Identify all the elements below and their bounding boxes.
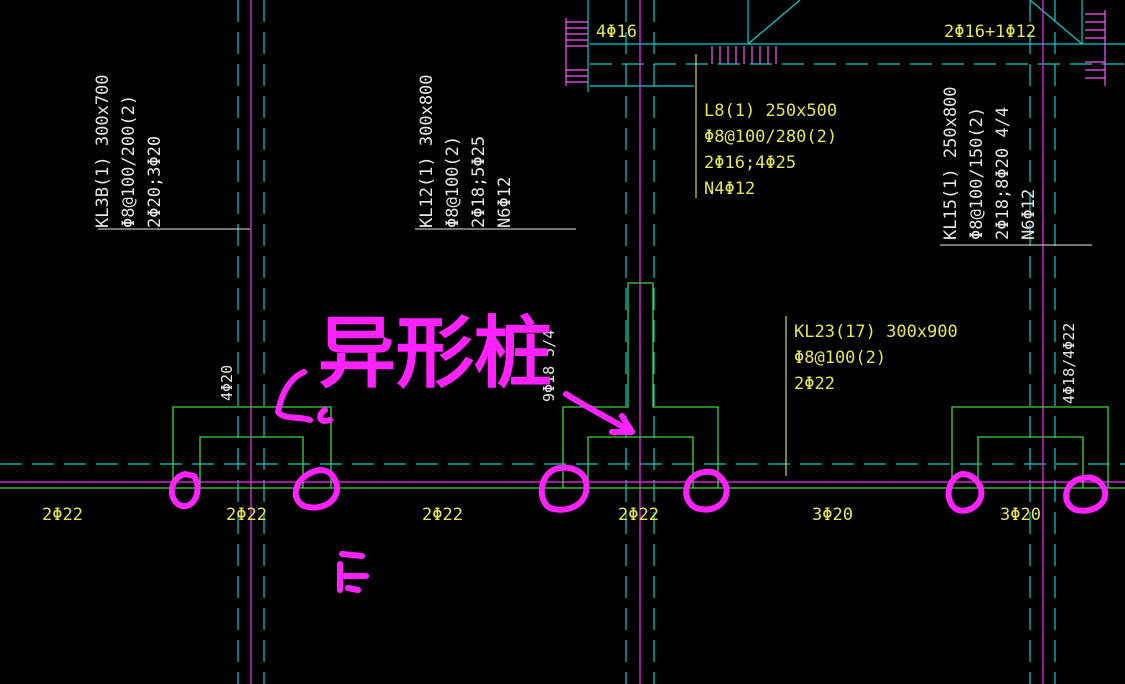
handwritten-label: 异形桩: [318, 309, 552, 399]
svg-text:Φ8@100(2): Φ8@100(2): [443, 136, 463, 228]
svg-text:3Φ20: 3Φ20: [812, 505, 853, 525]
svg-text:Φ8@100/280(2): Φ8@100/280(2): [704, 127, 837, 147]
svg-text:KL23(17) 300x900: KL23(17) 300x900: [794, 322, 958, 342]
beam-label-kl15: KL15(1) 250x800 Φ8@100/150(2) 2Φ18;8Φ20 …: [941, 86, 1039, 240]
svg-text:L8(1) 250x500: L8(1) 250x500: [704, 101, 837, 121]
arrow-mark-right: [563, 391, 635, 435]
svg-text:2Φ22: 2Φ22: [42, 505, 83, 525]
small-scribble: [337, 551, 369, 593]
svg-text:2Φ22: 2Φ22: [226, 505, 267, 525]
top-label-b: 2Φ16+1Φ12: [944, 22, 1036, 42]
svg-text:Φ8@100(2): Φ8@100(2): [794, 348, 886, 368]
svg-text:2Φ22: 2Φ22: [422, 505, 463, 525]
beam-label-l8: L8(1) 250x500 Φ8@100/280(2) 2Φ16;4Φ25 N4…: [704, 101, 837, 199]
circle-mark-3: [538, 464, 590, 513]
svg-text:KL3B(1) 300x700: KL3B(1) 300x700: [93, 74, 113, 228]
circle-mark-5: [945, 471, 985, 514]
leader-lines: [98, 228, 1092, 246]
svg-text:2Φ22: 2Φ22: [794, 374, 835, 394]
beam-label-kl12: KL12(1) 300x800 Φ8@100(2) 2Φ18;5Φ25 N6Φ1…: [417, 74, 515, 228]
svg-text:N4Φ12: N4Φ12: [704, 179, 755, 199]
svg-text:3Φ20: 3Φ20: [1000, 505, 1041, 525]
pointer-mark-left: [275, 369, 313, 423]
svg-text:2Φ18;5Φ25: 2Φ18;5Φ25: [469, 136, 489, 228]
hook-mark: [317, 407, 333, 424]
top-label-a: 4Φ16: [596, 22, 637, 42]
circle-mark-6: [1063, 474, 1109, 514]
svg-text:KL15(1) 250x800: KL15(1) 250x800: [941, 86, 961, 240]
column-shapes: [172, 282, 1109, 488]
handwritten-annotations: [168, 369, 1109, 593]
column-label-3: 4Φ18/4Φ22: [1060, 323, 1078, 404]
circle-mark-2: [292, 467, 341, 511]
svg-text:2Φ18;8Φ20 4/4: 2Φ18;8Φ20 4/4: [993, 107, 1013, 240]
svg-text:2Φ16;4Φ25: 2Φ16;4Φ25: [704, 153, 796, 173]
svg-text:2Φ20;3Φ20: 2Φ20;3Φ20: [145, 136, 165, 228]
yellow-leaders: [695, 54, 787, 476]
svg-text:N6Φ12: N6Φ12: [1019, 189, 1039, 240]
beam-label-kl3b: KL3B(1) 300x700 Φ8@100/200(2) 2Φ20;3Φ20: [93, 74, 165, 228]
top-hatching: [565, 10, 1106, 86]
svg-text:2Φ22: 2Φ22: [618, 505, 659, 525]
bottom-labels: 2Φ22 2Φ22 2Φ22 2Φ22 3Φ20 3Φ20: [42, 505, 1041, 525]
svg-text:KL12(1) 300x800: KL12(1) 300x800: [417, 74, 437, 228]
circle-mark-4: [683, 468, 730, 513]
column-label-1: 4Φ20: [218, 365, 236, 401]
circle-mark-1: [168, 471, 201, 510]
top-structure: [587, 0, 1125, 92]
svg-text:Φ8@100/200(2): Φ8@100/200(2): [119, 95, 139, 228]
svg-text:Φ8@100/150(2): Φ8@100/150(2): [967, 107, 987, 240]
column-label-2: 9Φ18 5/4: [540, 330, 558, 402]
beam-label-kl23: KL23(17) 300x900 Φ8@100(2) 2Φ22: [794, 322, 958, 394]
svg-text:N6Φ12: N6Φ12: [495, 177, 515, 228]
